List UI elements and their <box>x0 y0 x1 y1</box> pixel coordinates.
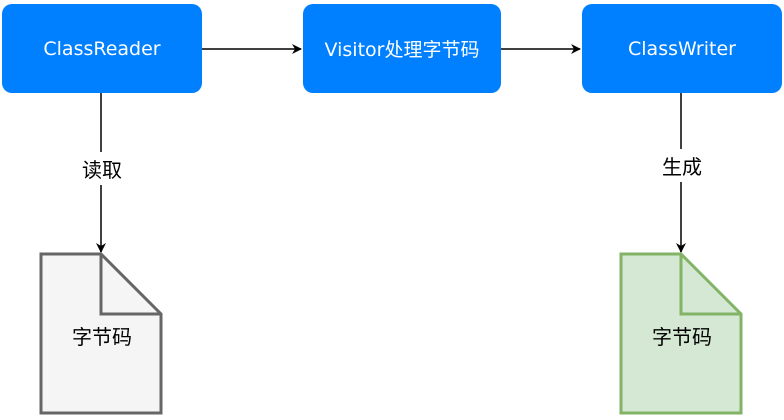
class-reader-node[interactable]: ClassReader <box>2 4 202 93</box>
output-document-label: 字节码 <box>652 325 712 349</box>
output-document-shape <box>619 252 743 415</box>
input-document-label: 字节码 <box>72 325 132 349</box>
class-writer-label: ClassWriter <box>628 37 736 60</box>
visitor-node[interactable]: Visitor处理字节码 <box>303 4 501 93</box>
input-document-shape <box>39 252 163 415</box>
class-reader-label: ClassReader <box>43 37 161 60</box>
edge-label-read: 读取 <box>80 152 124 185</box>
edge-label-generate: 生成 <box>660 149 704 182</box>
visitor-label: Visitor处理字节码 <box>324 39 480 61</box>
class-writer-node[interactable]: ClassWriter <box>582 4 782 93</box>
